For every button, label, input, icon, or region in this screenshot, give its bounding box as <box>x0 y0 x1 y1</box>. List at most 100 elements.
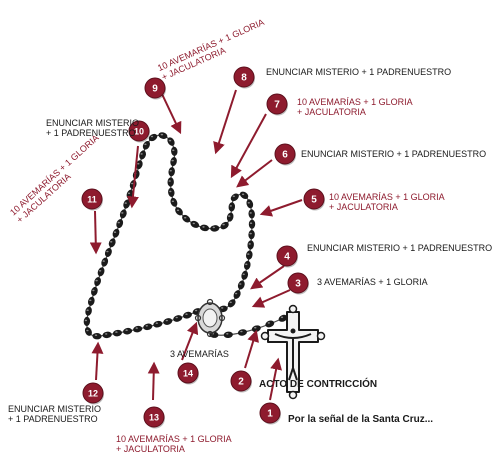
bead <box>170 197 178 207</box>
bead <box>247 240 254 250</box>
marker-disc <box>287 272 309 294</box>
step-1-line-1: Por la señal de la Santa Cruz... <box>288 414 434 425</box>
bead <box>143 323 153 331</box>
step-5-line-1: 10 AVEMARÍAS + 1 GLORIA <box>329 192 445 202</box>
bead-highlight <box>121 212 124 214</box>
step-13-number: 13 <box>149 413 159 423</box>
bead-highlight <box>249 232 252 235</box>
bead <box>102 331 112 339</box>
step-12-line-2: + 1 PADRENUESTRO <box>8 414 98 424</box>
bead <box>87 296 95 306</box>
bead-highlight <box>169 190 172 193</box>
step-14-line-1: 3 AVEMARÍAS <box>170 349 229 359</box>
step-10-line-1: ENUNCIAR MISTERIO <box>46 118 140 128</box>
bead <box>168 167 175 177</box>
bead-highlight <box>86 309 89 312</box>
step-8-number: 8 <box>241 73 247 84</box>
step-4-line-1: ENUNCIAR MISTERIO + 1 PADRENUESTRO <box>307 243 492 253</box>
step-5-number: 5 <box>311 195 317 206</box>
bead <box>84 327 92 336</box>
bead <box>233 290 241 299</box>
bead-highlight <box>212 226 215 229</box>
bead <box>123 199 131 209</box>
bead-highlight <box>125 329 128 332</box>
step-7-label: 10 AVEMARÍAS + 1 GLORIA + JACULATORIA <box>297 97 413 117</box>
bead <box>239 191 249 200</box>
bead-highlight <box>145 325 148 327</box>
bead <box>92 332 102 340</box>
rosary-loop-chain <box>86 134 253 337</box>
pointer-arrow-1 <box>269 357 283 401</box>
bead-highlight <box>140 153 143 155</box>
bead <box>94 277 101 287</box>
pointer-arrow-11 <box>89 210 102 255</box>
bead <box>246 250 253 260</box>
bead <box>230 193 239 202</box>
bead <box>175 207 183 216</box>
step-12-label: ENUNCIAR MISTERIO + 1 PADRENUESTRO <box>8 404 101 424</box>
step-7-line-1: 10 AVEMARÍAS + 1 GLORIA <box>297 97 413 107</box>
bead-highlight <box>254 326 257 329</box>
bead-highlight <box>115 331 118 333</box>
bead-highlight <box>245 263 248 266</box>
step-1-number: 1 <box>267 409 273 420</box>
step-6-line-1: ENUNCIAR MISTERIO + 1 PADRENUESTRO <box>301 149 487 159</box>
marker-disc <box>128 120 150 142</box>
step-2-number: 2 <box>238 377 244 388</box>
step-8-line-1: ENUNCIAR MISTERIO + 1 PADRENUESTRO <box>266 67 452 77</box>
pointer-arrow-12 <box>91 341 104 381</box>
bead <box>237 280 245 290</box>
step-12-line-1: ENUNCIAR MISTERIO <box>8 404 102 414</box>
step-7-number: 7 <box>274 100 280 111</box>
bead-highlight <box>165 319 168 322</box>
bead-highlight <box>169 169 172 172</box>
bead <box>112 329 122 337</box>
bead-highlight <box>202 226 205 228</box>
bead-highlight <box>280 316 284 319</box>
step-3-line-1: 3 AVEMARÍAS + 1 GLORIA <box>317 277 428 287</box>
step-13-line-2: + JACULATORIA <box>116 444 185 454</box>
marker-disc <box>144 77 166 99</box>
bead <box>173 315 183 322</box>
step-3-marker: 3 <box>287 272 309 295</box>
bead <box>167 137 175 146</box>
bead <box>91 286 98 296</box>
step-5-marker: 5 <box>303 188 325 211</box>
bead-highlight <box>247 253 250 255</box>
bead-highlight <box>102 260 105 262</box>
bead <box>158 132 168 139</box>
bead <box>148 133 158 142</box>
bead <box>228 202 236 212</box>
step-8-marker: 8 <box>233 66 255 89</box>
pointer-arrows <box>89 89 303 401</box>
marker-disc <box>81 188 103 210</box>
pointer-arrow-6 <box>236 159 273 188</box>
bead-highlight <box>249 212 252 214</box>
bead-highlight <box>184 216 187 219</box>
marker-disc <box>143 406 165 428</box>
rosary-diagram: { "colors": { "marker": "#8e1b2e", "mark… <box>8 17 492 454</box>
marker-disc <box>303 188 325 210</box>
bead <box>278 314 288 322</box>
step-4-marker: 4 <box>276 245 298 268</box>
bead-highlight <box>86 329 89 332</box>
bead-highlight <box>226 333 229 335</box>
marker-disc <box>230 370 252 392</box>
bead-highlight <box>131 182 134 185</box>
pointer-arrow-7 <box>230 113 267 179</box>
pointer-arrow-4 <box>250 265 285 290</box>
bead <box>265 320 275 328</box>
bead-highlight <box>98 270 102 272</box>
step-14-marker: 14 <box>177 362 199 385</box>
bead-highlight <box>168 139 172 142</box>
step-13-line-1: 10 AVEMARÍAS + 1 GLORIA <box>116 434 232 444</box>
bead-highlight <box>94 334 98 337</box>
bead-highlight <box>234 292 238 295</box>
step-14-number: 14 <box>183 369 193 379</box>
bead <box>108 238 116 248</box>
step-12-marker: 12 <box>82 382 104 405</box>
bead-highlight <box>247 202 250 204</box>
bead <box>116 219 124 229</box>
